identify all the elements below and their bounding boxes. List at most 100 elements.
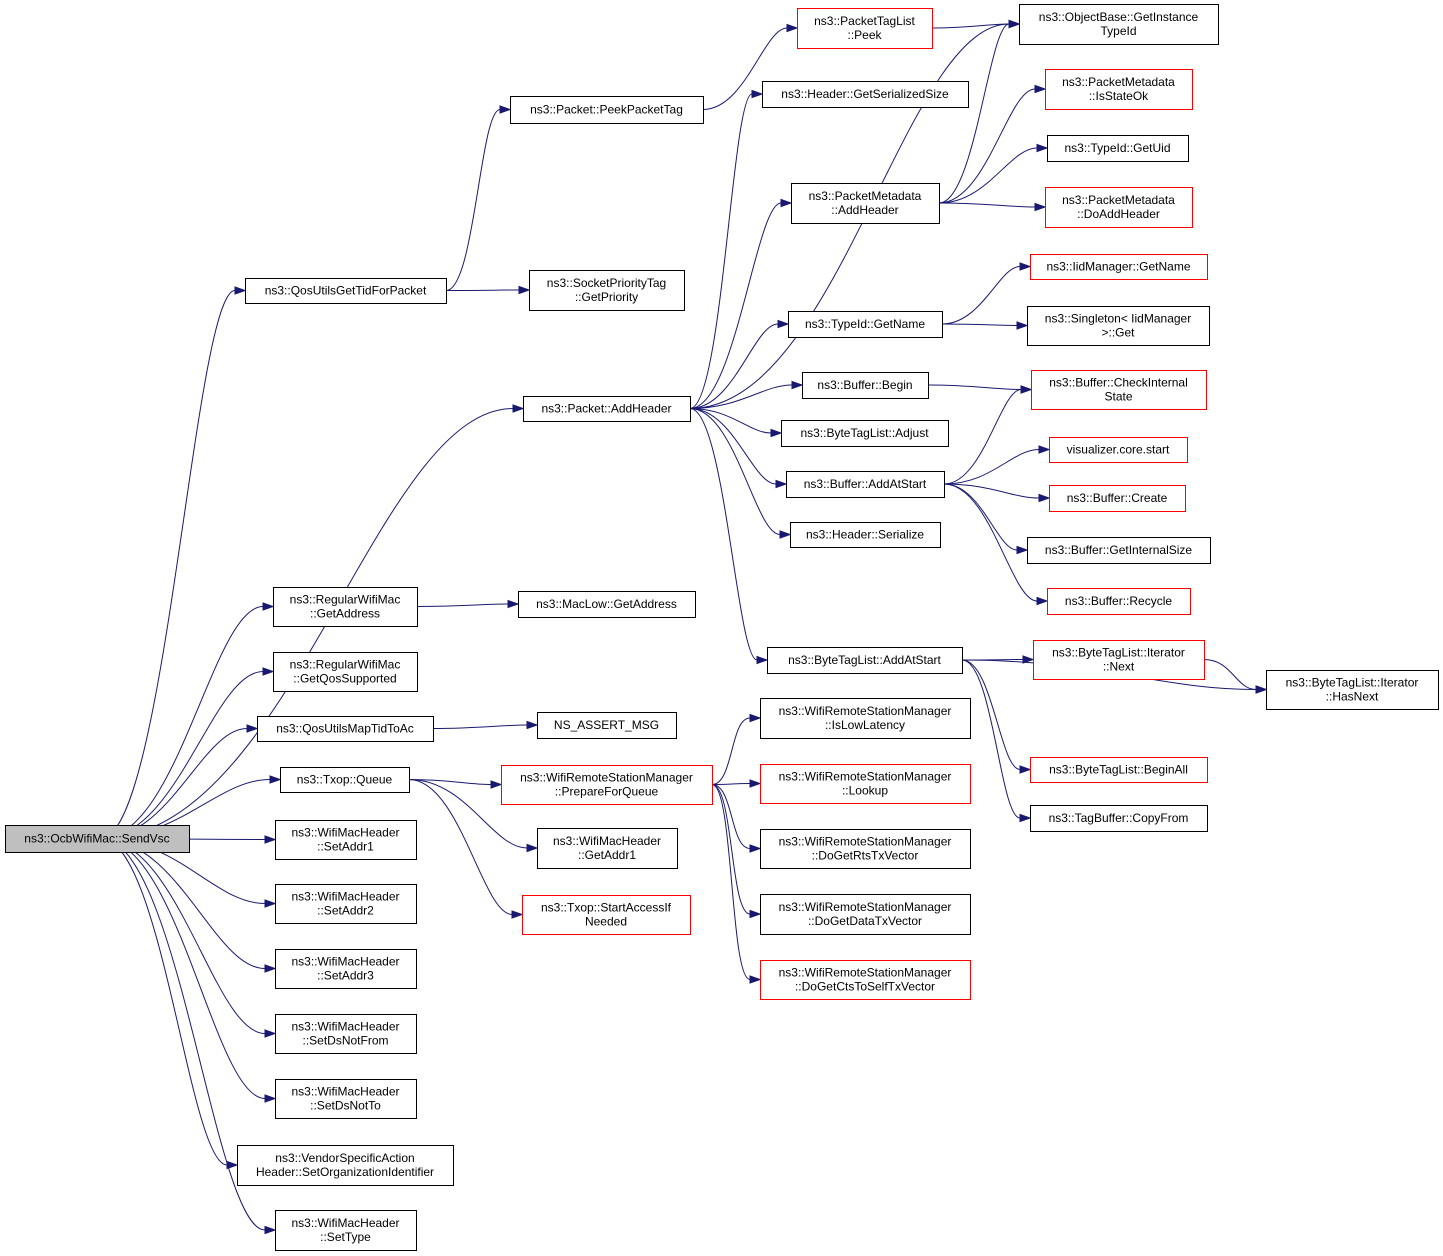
node-box	[273, 587, 418, 627]
node-regGetAddress[interactable]: ns3::RegularWifiMac::GetAddress	[273, 587, 418, 627]
node-tagBufCopyFrom[interactable]: ns3::TagBuffer::CopyFrom	[1030, 805, 1208, 832]
node-box	[797, 8, 933, 49]
node-bufferAddAtStart[interactable]: ns3::Buffer::AddAtStart	[786, 471, 945, 498]
node-label: ns3::TypeId::GetUid	[1064, 141, 1170, 155]
arrowhead	[1019, 813, 1032, 823]
node-headerGetSize[interactable]: ns3::Header::GetSerializedSize	[762, 81, 969, 108]
arrowhead	[1019, 765, 1032, 774]
edge-packetAddHeader-to-headerSerialize	[689, 408, 781, 535]
node-wrsmData[interactable]: ns3::WifiRemoteStationManager::DoGetData…	[760, 894, 971, 935]
node-label: ::GetAddr1	[578, 848, 636, 862]
node-bufCreate[interactable]: ns3::Buffer::Create	[1049, 485, 1186, 512]
node-txopQueue[interactable]: ns3::Txop::Queue	[280, 767, 410, 793]
node-btlIterNext[interactable]: ns3::ByteTagList::Iterator::Next	[1033, 640, 1205, 680]
node-packetAddHeader[interactable]: ns3::Packet::AddHeader	[523, 396, 691, 422]
node-pmIsStateOk[interactable]: ns3::PacketMetadata::IsStateOk	[1045, 69, 1193, 110]
node-vizStart[interactable]: visualizer.core.start	[1049, 437, 1188, 463]
arrowhead	[234, 286, 247, 295]
node-getAddr1[interactable]: ns3::WifiMacHeader::GetAddr1	[537, 828, 678, 869]
edge-root-to-regGetQos	[100, 671, 264, 839]
node-regGetQos[interactable]: ns3::RegularWifiMac::GetQosSupported	[273, 652, 418, 692]
node-pmAddHeader[interactable]: ns3::PacketMetadata::AddHeader	[791, 183, 940, 224]
node-label: ns3::WifiRemoteStationManager	[520, 771, 693, 785]
node-nsAssertMsg[interactable]: NS_ASSERT_MSG	[537, 712, 677, 739]
node-btlAddAtStart[interactable]: ns3::ByteTagList::AddAtStart	[767, 647, 963, 674]
node-setAddr3[interactable]: ns3::WifiMacHeader::SetAddr3	[275, 949, 417, 989]
arrowhead	[1034, 84, 1047, 94]
edge-txopQueue-to-getAddr1	[408, 779, 528, 849]
node-iidGetName[interactable]: ns3::IidManager::GetName	[1030, 254, 1208, 280]
node-box	[275, 820, 417, 860]
node-label: ns3::Packet::PeekPacketTag	[530, 103, 683, 117]
node-peekPacketTag[interactable]: ns3::Packet::PeekPacketTag	[510, 96, 704, 124]
node-label: ::IsStateOk	[1089, 89, 1149, 103]
node-bufGetInternalSize[interactable]: ns3::Buffer::GetInternalSize	[1027, 537, 1211, 564]
node-box	[273, 652, 418, 692]
node-label: ::Lookup	[842, 784, 888, 798]
node-label: ns3::ByteTagList::AddAtStart	[788, 653, 941, 667]
arrowhead	[511, 910, 524, 919]
node-setAddr1[interactable]: ns3::WifiMacHeader::SetAddr1	[275, 820, 417, 860]
node-wrsmPrepare[interactable]: ns3::WifiRemoteStationManager::PrepareFo…	[501, 765, 713, 805]
node-box	[767, 647, 963, 674]
node-setType[interactable]: ns3::WifiMacHeader::SetType	[275, 1210, 417, 1251]
node-label: ::GetQosSupported	[293, 672, 396, 686]
node-bufferBegin[interactable]: ns3::Buffer::Begin	[802, 372, 929, 399]
node-headerSerialize[interactable]: ns3::Header::Serialize	[790, 522, 941, 548]
node-macLowGetAddr[interactable]: ns3::MacLow::GetAddress	[518, 591, 696, 618]
node-btlIterHasNext[interactable]: ns3::ByteTagList::Iterator::HasNext	[1266, 670, 1439, 710]
node-typeIdGetUid[interactable]: ns3::TypeId::GetUid	[1047, 135, 1189, 162]
node-label: ns3::PacketTagList	[814, 14, 915, 28]
node-label: ns3::MacLow::GetAddress	[536, 597, 677, 611]
node-setDsNotTo[interactable]: ns3::WifiMacHeader::SetDsNotTo	[275, 1079, 417, 1119]
node-qosMapTid[interactable]: ns3::QosUtilsMapTidToAc	[257, 716, 434, 742]
arrowhead	[264, 964, 277, 973]
edge-bufferAddAtStart-to-vizStart	[943, 449, 1040, 485]
arrowhead	[775, 479, 788, 489]
node-label: ns3::Buffer::Create	[1067, 491, 1168, 505]
node-qosGetTid[interactable]: ns3::QosUtilsGetTidForPacket	[245, 278, 447, 304]
node-label: ns3::ByteTagList::Adjust	[800, 426, 929, 440]
node-label: ns3::ObjectBase::GetInstance	[1039, 10, 1199, 24]
node-box	[1030, 254, 1208, 280]
edge-btlAddAtStart-to-btlBeginAll	[961, 659, 1021, 770]
node-root: ns3::OcbWifiMac::SendVsc	[5, 825, 190, 853]
node-label: ns3::Singleton< IidManager	[1045, 312, 1191, 326]
node-wrsmCts[interactable]: ns3::WifiRemoteStationManager::DoGetCtsT…	[760, 960, 971, 1000]
edge-bufferAddAtStart-to-bufCreate	[943, 483, 1040, 499]
node-wrsmLookup[interactable]: ns3::WifiRemoteStationManager::Lookup	[760, 764, 971, 804]
node-setAddr2[interactable]: ns3::WifiMacHeader::SetAddr2	[275, 884, 417, 924]
node-label: ns3::WifiRemoteStationManager	[779, 900, 952, 914]
node-socketPrioGet[interactable]: ns3::SocketPriorityTag::GetPriority	[529, 270, 685, 311]
node-vendorSetOrg[interactable]: ns3::VendorSpecificActionHeader::SetOrga…	[237, 1145, 454, 1186]
node-box	[1031, 370, 1207, 410]
arrowhead	[264, 899, 277, 908]
edge-txopQueue-to-wrsmPrepare	[408, 779, 492, 785]
edge-peekPacketTag-to-packetTagPeek	[702, 27, 788, 110]
arrowhead	[749, 844, 762, 853]
node-label: visualizer.core.start	[1067, 443, 1170, 457]
node-bufRecycle[interactable]: ns3::Buffer::Recycle	[1047, 588, 1191, 615]
edge-packetAddHeader-to-pmAddHeader	[689, 202, 782, 409]
edge-wrsmPrepare-to-wrsmRts	[711, 784, 751, 849]
node-label: ::SetAddr2	[317, 904, 374, 918]
node-typeIdGetName[interactable]: ns3::TypeId::GetName	[788, 311, 943, 338]
node-box	[510, 96, 704, 124]
node-setDsNotFrom[interactable]: ns3::WifiMacHeader::SetDsNotFrom	[275, 1014, 417, 1054]
node-label: ::SetAddr1	[317, 840, 374, 854]
node-singletonGet[interactable]: ns3::Singleton< IidManager>::Get	[1027, 306, 1210, 346]
node-btlBeginAll[interactable]: ns3::ByteTagList::BeginAll	[1030, 757, 1208, 783]
arrowhead	[1016, 545, 1029, 555]
node-pmDoAddHeader[interactable]: ns3::PacketMetadata::DoAddHeader	[1045, 187, 1193, 228]
node-wrsmRts[interactable]: ns3::WifiRemoteStationManager::DoGetRtsT…	[760, 829, 971, 869]
node-label: ns3::WifiMacHeader	[291, 1085, 399, 1099]
node-label: Header::SetOrganizationIdentifier	[256, 1165, 434, 1179]
node-box	[1049, 485, 1186, 512]
node-btlAdjust[interactable]: ns3::ByteTagList::Adjust	[781, 420, 949, 447]
node-wrsmIsLowLatency[interactable]: ns3::WifiRemoteStationManager::IsLowLate…	[760, 698, 971, 739]
arrowhead	[1038, 493, 1051, 503]
node-packetTagPeek[interactable]: ns3::PacketTagList::Peek	[797, 8, 933, 49]
